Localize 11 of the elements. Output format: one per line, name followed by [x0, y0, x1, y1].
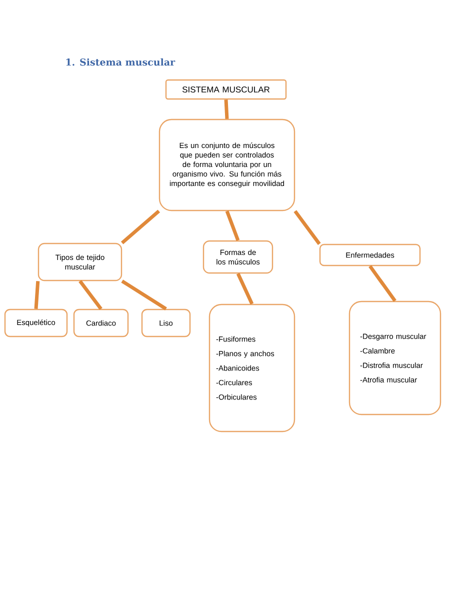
connector: [225, 210, 240, 242]
connector: [78, 280, 102, 310]
connector: [120, 210, 160, 244]
connector: [34, 281, 40, 310]
connector: [368, 265, 396, 302]
title-box: SISTEMA MUSCULAR: [165, 79, 287, 100]
connector: [224, 100, 229, 119]
connector: [294, 210, 321, 245]
connector: [121, 280, 167, 310]
connector: [236, 272, 254, 305]
heading: 1. Sistema muscular: [66, 58, 176, 66]
